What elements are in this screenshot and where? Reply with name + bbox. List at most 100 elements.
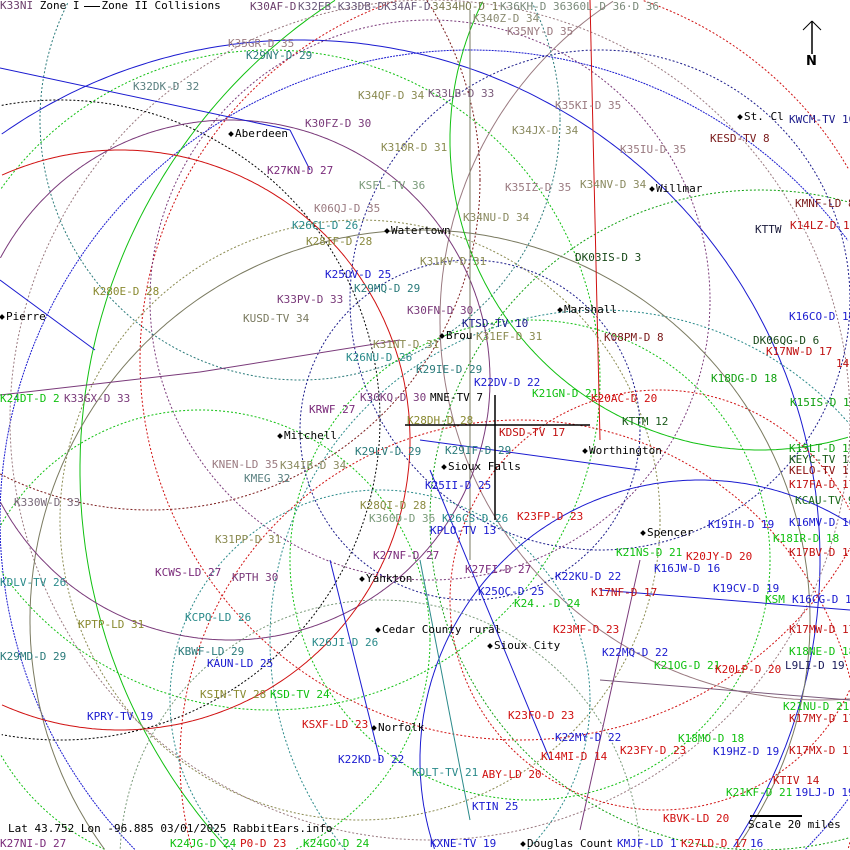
station-label[interactable]: K18DG-D 18 — [711, 372, 778, 385]
station-label[interactable]: K23FP-D 23 — [517, 510, 584, 523]
station-label[interactable]: K29IF-D 29 — [445, 444, 512, 457]
station-label[interactable]: K29MQ-D 29 — [354, 282, 421, 295]
station-label[interactable]: K22KD-D 22 — [338, 753, 405, 766]
station-label[interactable]: K08PM-D 8 — [604, 331, 664, 344]
station-label[interactable]: K26CL-D 26 — [292, 219, 359, 232]
station-label[interactable]: K30AF-D — [250, 0, 297, 13]
station-label[interactable]: K23MF-D 23 — [553, 623, 620, 636]
station-label[interactable]: KSFL-TV 36 — [359, 179, 426, 192]
station-label[interactable]: K35GR-D 35 — [228, 37, 295, 50]
station-label[interactable]: DK03IS-D 3 — [575, 251, 642, 264]
station-label[interactable]: K17NF-D 17 — [591, 586, 658, 599]
station-label[interactable]: K22MY-D 22 — [555, 731, 622, 744]
station-label[interactable]: K23FY-D 23 — [620, 744, 687, 757]
station-label[interactable]: MNE-TV 7 — [430, 391, 483, 404]
station-label[interactable]: KPLO-TV 13 — [430, 524, 497, 537]
station-label[interactable]: K33LB-D 33 — [428, 87, 495, 100]
station-label[interactable]: KUSD-TV 34 — [243, 312, 310, 325]
station-label[interactable]: K24GO-D 24 — [303, 837, 370, 850]
station-label[interactable]: K310R-D 31 — [381, 141, 448, 154]
station-label[interactable]: KESD-TV 8 — [710, 132, 770, 145]
station-label[interactable]: K23FO-D 23 — [508, 709, 575, 722]
station-label[interactable]: KRWF 27 — [309, 403, 356, 416]
station-label[interactable]: K27KN-D 27 — [267, 164, 334, 177]
station-label[interactable]: K31EF-D 31 — [476, 330, 543, 343]
station-label[interactable]: K21OG-D 21 — [654, 659, 721, 672]
station-label[interactable]: K34QF-D 34 — [358, 89, 425, 102]
station-label[interactable]: KMNF-LD 8 — [795, 197, 850, 210]
station-label[interactable]: K16CG-D 16 — [792, 593, 850, 606]
station-label[interactable]: K06QJ-D 35 — [314, 202, 381, 215]
station-label[interactable]: K19HZ-D 19 — [713, 745, 780, 758]
station-label[interactable]: KTTW — [755, 223, 782, 236]
station-label[interactable]: K28DH-D 28 — [407, 414, 474, 427]
station-label[interactable]: K20JY-D 20 — [686, 550, 753, 563]
station-label[interactable]: KCWS-LD 27 — [155, 566, 222, 579]
station-label[interactable]: KCPO-LD 26 — [185, 611, 252, 624]
station-label[interactable]: K27NF-D 27 — [373, 549, 440, 562]
station-label[interactable]: K17BV-D 17 — [789, 546, 850, 559]
station-label[interactable]: K18NE-D 18 — [789, 645, 850, 658]
station-label[interactable]: KDSD-TV 17 — [499, 426, 566, 439]
station-label[interactable]: KPRY-TV 19 — [87, 710, 154, 723]
station-label[interactable]: K24DT-D 2 — [0, 392, 60, 405]
station-label[interactable]: KTIV 14 — [773, 774, 820, 787]
station-label[interactable]: KELO-TV 11 — [789, 464, 850, 477]
station-label[interactable]: K31PP-D 31 — [215, 533, 282, 546]
station-label[interactable]: KBWF-LD 29 — [178, 645, 245, 658]
station-label[interactable]: KSM — [765, 593, 785, 606]
station-label[interactable]: K15LT-D 15 — [789, 442, 850, 455]
station-label[interactable]: KXNE-TV 19 — [430, 837, 497, 850]
station-label[interactable]: K22KU-D 22 — [555, 570, 622, 583]
station-label[interactable]: K21NS-D 21 — [616, 546, 683, 559]
station-label[interactable]: K22MQ-D 22 — [602, 646, 669, 659]
station-label[interactable]: K34NV-D 34 — [580, 178, 647, 191]
station-label[interactable]: KTSD-TV 10 — [462, 317, 529, 330]
station-label[interactable]: K330W-D 33 — [14, 496, 81, 509]
station-label[interactable]: L9LI-D 19 — [785, 659, 845, 672]
station-label[interactable]: K21KF-D 21 — [726, 786, 793, 799]
station-label[interactable]: K19CV-D 19 — [713, 582, 780, 595]
station-label[interactable]: K16JW-D 16 — [654, 562, 721, 575]
station-label[interactable]: K17MW-D 17 — [789, 623, 850, 636]
station-label[interactable]: KAUN-LD 25 — [207, 657, 274, 670]
station-label[interactable]: K27FI-D 27 — [465, 563, 532, 576]
station-label[interactable]: K34NU-D 34 — [463, 211, 530, 224]
station-label[interactable]: K35KI-D 35 — [555, 99, 622, 112]
station-label[interactable]: K33GX-D 33 — [64, 392, 131, 405]
station-label[interactable]: K25OC-D 25 — [478, 585, 545, 598]
station-label[interactable]: K14MI-D 14 — [541, 750, 608, 763]
station-label[interactable]: 16 — [750, 837, 764, 850]
station-label[interactable]: K17NW-D 17 — [766, 345, 833, 358]
station-label[interactable]: K20LP-D 20 — [715, 663, 782, 676]
station-label[interactable]: K31KV-D 31 — [420, 255, 487, 268]
station-label[interactable]: P0-D 23 — [240, 837, 287, 850]
station-label[interactable]: K36KH-D 36360L-D 36·D 36 — [500, 0, 659, 13]
station-label[interactable]: KDLT-TV 21 — [412, 766, 479, 779]
station-label[interactable]: 14 — [836, 357, 850, 370]
station-label[interactable]: K24..-D 24 — [514, 597, 581, 610]
station-label[interactable]: K360D-D 36 — [369, 512, 436, 525]
station-label[interactable]: ABY-LD 20 — [482, 768, 542, 781]
station-label[interactable]: KNEN-LD 35 — [212, 458, 279, 471]
station-label[interactable]: K15IS-D 15 — [790, 396, 850, 409]
station-label[interactable]: K18MO-D 18 — [678, 732, 745, 745]
station-label[interactable]: K30FN-D 30 — [407, 304, 474, 317]
station-label[interactable]: 3434HO-D 1 — [432, 0, 499, 13]
station-label[interactable]: K34JX-D 34 — [512, 124, 579, 137]
station-label[interactable]: K16MV-D 16 — [789, 516, 850, 529]
station-label[interactable]: K32DK-D 32 — [133, 80, 200, 93]
station-label[interactable]: K29IE-D 29 — [416, 363, 483, 376]
station-label[interactable]: KDLV-TV 26 — [0, 576, 67, 589]
station-label[interactable]: K29NY-D 29 — [246, 49, 313, 62]
station-label[interactable]: KTTM 12 — [622, 415, 669, 428]
station-label[interactable]: K22DV-D 22 — [474, 376, 541, 389]
station-label[interactable]: KEYC-TV 12 — [789, 453, 850, 466]
station-label[interactable]: K28IF-D 28 — [306, 235, 373, 248]
station-label[interactable]: KWCM-TV 10 — [789, 113, 850, 126]
station-label[interactable]: K34IB-D 34 — [280, 459, 347, 472]
station-label[interactable]: KSD-TV 24 — [270, 688, 330, 701]
station-label[interactable]: KPTH 30 — [232, 571, 279, 584]
station-label[interactable]: K35NY-D 35 — [507, 25, 574, 38]
